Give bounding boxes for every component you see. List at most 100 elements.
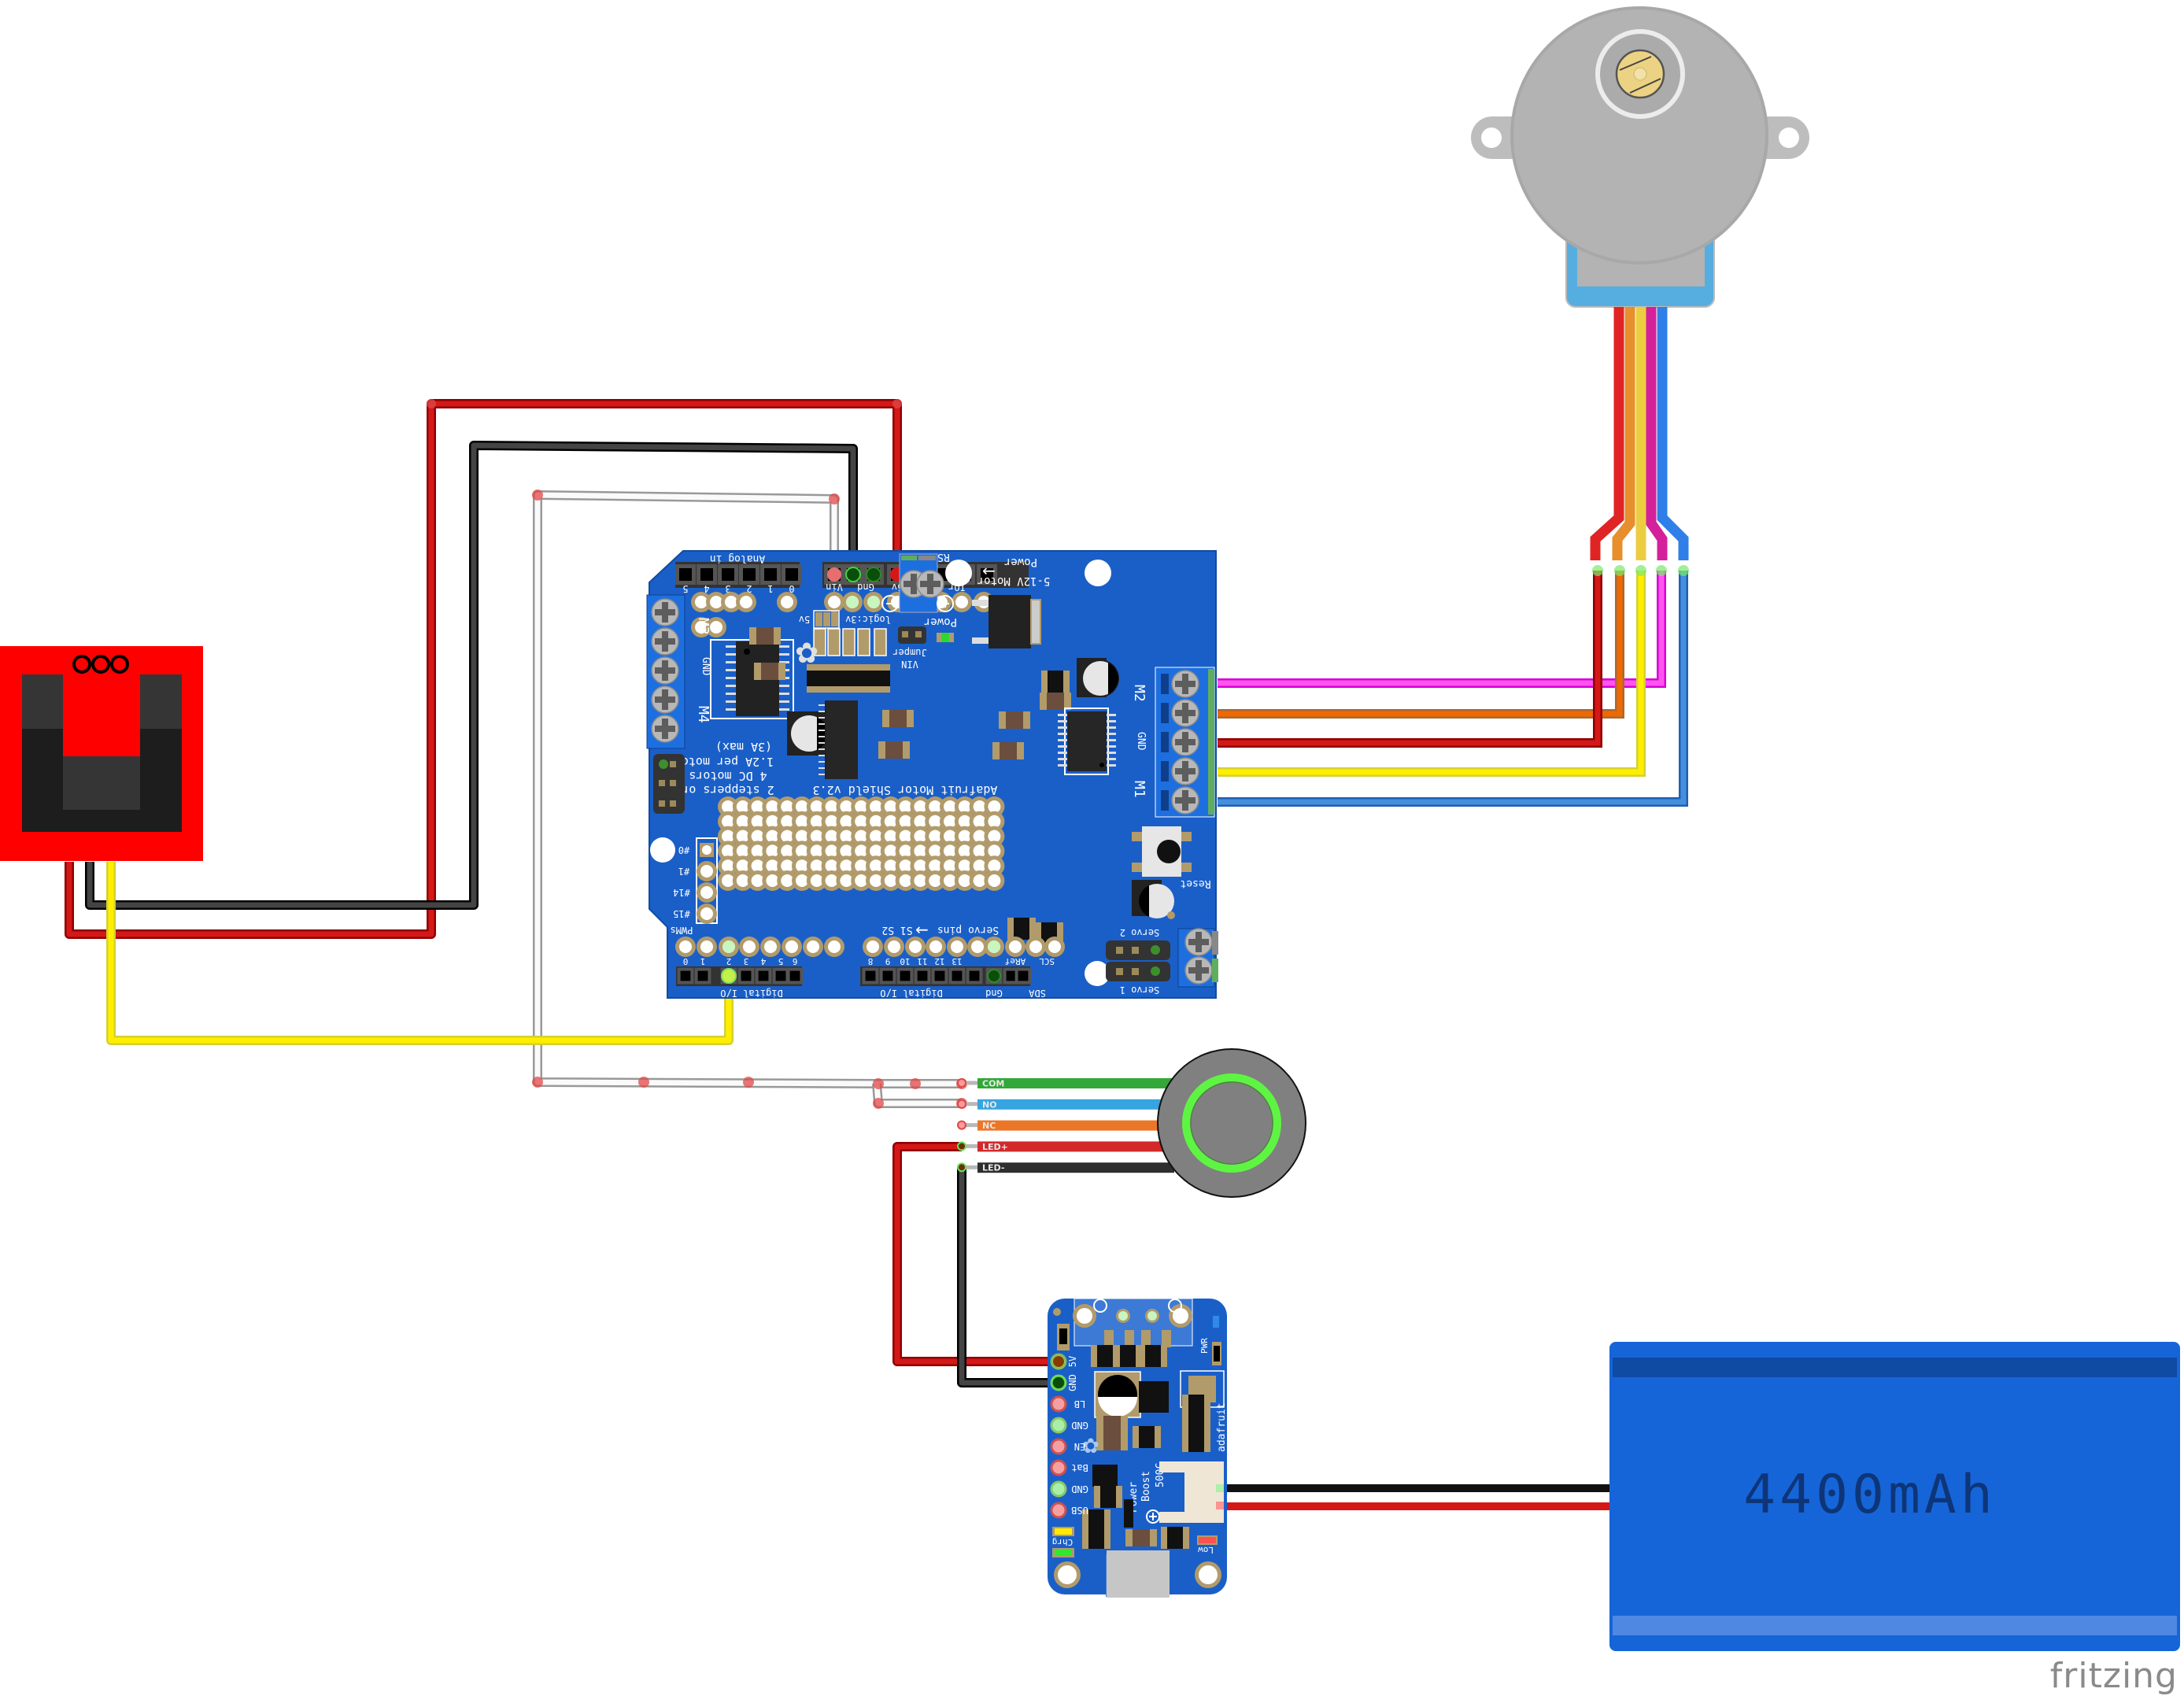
scl-label: SCL — [1039, 956, 1055, 966]
digital-hole — [675, 937, 696, 957]
analog-header-label: Analog in — [710, 552, 765, 564]
digital-pin-label: 8 — [868, 956, 874, 966]
reset-button[interactable] — [1157, 840, 1181, 863]
battery-capacity: 4400mAh — [1743, 1464, 1997, 1526]
gnd-left-label: GND — [700, 657, 711, 676]
powerboost-pin-label: USB — [1071, 1505, 1088, 1516]
header-pin — [966, 967, 983, 985]
header-pin — [862, 967, 879, 985]
header-pin — [786, 967, 804, 985]
powerboost-pin-label: GND — [1071, 1420, 1088, 1431]
svg-text:#0: #0 — [678, 844, 689, 855]
header-pin — [677, 967, 694, 985]
svg-text:2: 2 — [746, 583, 752, 594]
digital-pin-label: 3 — [744, 956, 749, 966]
ir-slot-sensor[interactable] — [0, 646, 203, 861]
shield-description: (3A max) 1.2A per motor 4 DC motors 2 st… — [674, 740, 998, 797]
powerboost-pin[interactable] — [1050, 1459, 1067, 1476]
led-push-button[interactable]: COM NO NC LED+ LED- — [957, 1048, 1306, 1198]
minus-icon — [881, 595, 899, 612]
digital-pin-label: 5 — [778, 956, 784, 966]
gnd-bottom-label: Gnd — [985, 988, 1003, 999]
lipo-battery[interactable]: 4400mAh — [1609, 1342, 2180, 1651]
wire-yellow-signal[interactable] — [106, 862, 734, 1045]
servo-pins-label: Servo pins — [937, 924, 999, 936]
digital-pin-label: 0 — [683, 956, 689, 966]
m2-label: M2 — [1131, 685, 1147, 702]
svg-text:(3A max): (3A max) — [715, 740, 772, 754]
adafruit-star-icon: ✿ — [1082, 1435, 1099, 1458]
pwm-pin-labels: #0 #1 #14 #15 PWMs — [671, 844, 693, 936]
analog-pin-labels: 5 4 3 2 1 0 — [682, 583, 794, 594]
svg-text:2 steppers or: 2 steppers or — [682, 783, 774, 797]
button-lead-led-minusplus[interactable]: LED+ — [957, 1141, 1174, 1152]
adafruit-brand: adafruit — [1216, 1402, 1228, 1452]
button-lead-label: LED- — [982, 1163, 1004, 1173]
gnd-right-label: GND — [1135, 732, 1147, 751]
button-lead-label: NC — [982, 1121, 996, 1131]
stepper-motor[interactable] — [1471, 6, 1809, 576]
digital-pin-label: 12 — [934, 956, 944, 966]
svg-text:Gnd: Gnd — [857, 582, 874, 593]
digital-hole — [739, 937, 759, 957]
servo1-label: Servo 1 — [1120, 985, 1160, 996]
svg-text:#14: #14 — [673, 887, 690, 898]
svg-text:5: 5 — [682, 583, 688, 594]
button-lead-label: LED+ — [982, 1142, 1008, 1152]
button-lead-label: NO — [982, 1099, 997, 1110]
svg-text:4: 4 — [704, 583, 709, 594]
aref-label: ARef — [1005, 956, 1026, 966]
powerboost-pin[interactable] — [1050, 1502, 1067, 1519]
motor-shield[interactable]: Analog in RST Vin Gnd 5v 3v IOr 5 4 3 2 … — [646, 550, 1218, 999]
powerboost-pin[interactable] — [1050, 1395, 1067, 1413]
wire-orange-m2b[interactable] — [1218, 571, 1624, 719]
digital-pin-label: 10 — [900, 956, 910, 966]
digital-hole — [947, 937, 967, 957]
stepper-wire-bundle — [1590, 307, 1689, 560]
powerboost-pins — [1050, 1353, 1067, 1519]
powerboost-name-2: Boost — [1140, 1471, 1152, 1502]
chrg-label: Chrg — [1052, 1537, 1074, 1547]
digital-pin-label: 6 — [793, 956, 798, 966]
button-lead-no[interactable]: NO — [957, 1099, 1174, 1110]
wire-black-led-minus[interactable] — [957, 1168, 1059, 1387]
reset-label: Reset — [1180, 878, 1210, 889]
m4-label: M4 — [695, 706, 711, 723]
servo2-label: Servo 2 — [1120, 927, 1160, 938]
power-block-title: Power — [1004, 556, 1037, 568]
fritzing-watermark: fritzing — [2049, 1656, 2178, 1696]
powerboost-pin-label: LB — [1074, 1398, 1085, 1410]
svg-text:#1: #1 — [678, 866, 689, 877]
logic-label: logic:3v — [845, 614, 891, 625]
powerboost-pin[interactable] — [1050, 1417, 1067, 1434]
powerboost-pin[interactable] — [1050, 1480, 1067, 1498]
powerboost-500c[interactable]: PWR adafruit 500C Boost Power ✿ — [1048, 1298, 1228, 1598]
button-lead-nc[interactable]: NC — [957, 1120, 1174, 1132]
digital-pin-label: 4 — [760, 956, 766, 966]
power-block-sub: 5-12V Motor — [977, 575, 1051, 587]
button-lead-led-minus[interactable]: LED- — [957, 1162, 1174, 1173]
digital-hole — [926, 937, 946, 957]
digital-hole — [863, 937, 883, 957]
powerboost-pin-label: 5V — [1067, 1356, 1078, 1367]
powerboost-pin-label: GND — [1067, 1374, 1078, 1391]
powerboost-pin[interactable] — [1050, 1438, 1067, 1455]
vin-jumper-label-2: Jumper — [892, 647, 926, 658]
arrow-left-icon: ← — [982, 561, 996, 580]
logic-5v-label: 5v — [799, 614, 810, 625]
digital-label-low: Digital I/O — [720, 988, 782, 999]
digital-hole — [824, 937, 844, 957]
wire-red-led-plus[interactable] — [892, 1142, 1059, 1366]
svg-text:#15: #15 — [673, 908, 690, 919]
svg-text:4 DC motors: 4 DC motors — [689, 769, 767, 783]
shield-title: Adafruit Motor Shield v2.3 — [813, 783, 998, 797]
button-lead-com[interactable]: COM — [957, 1078, 1174, 1089]
powerboost-pin-label: GND — [1071, 1483, 1088, 1495]
svg-text:0: 0 — [789, 583, 794, 594]
header-pin — [896, 967, 914, 985]
power-led-label: Power — [924, 615, 957, 628]
header-pin — [772, 967, 789, 985]
svg-text:1.2A per motor: 1.2A per motor — [674, 755, 774, 769]
